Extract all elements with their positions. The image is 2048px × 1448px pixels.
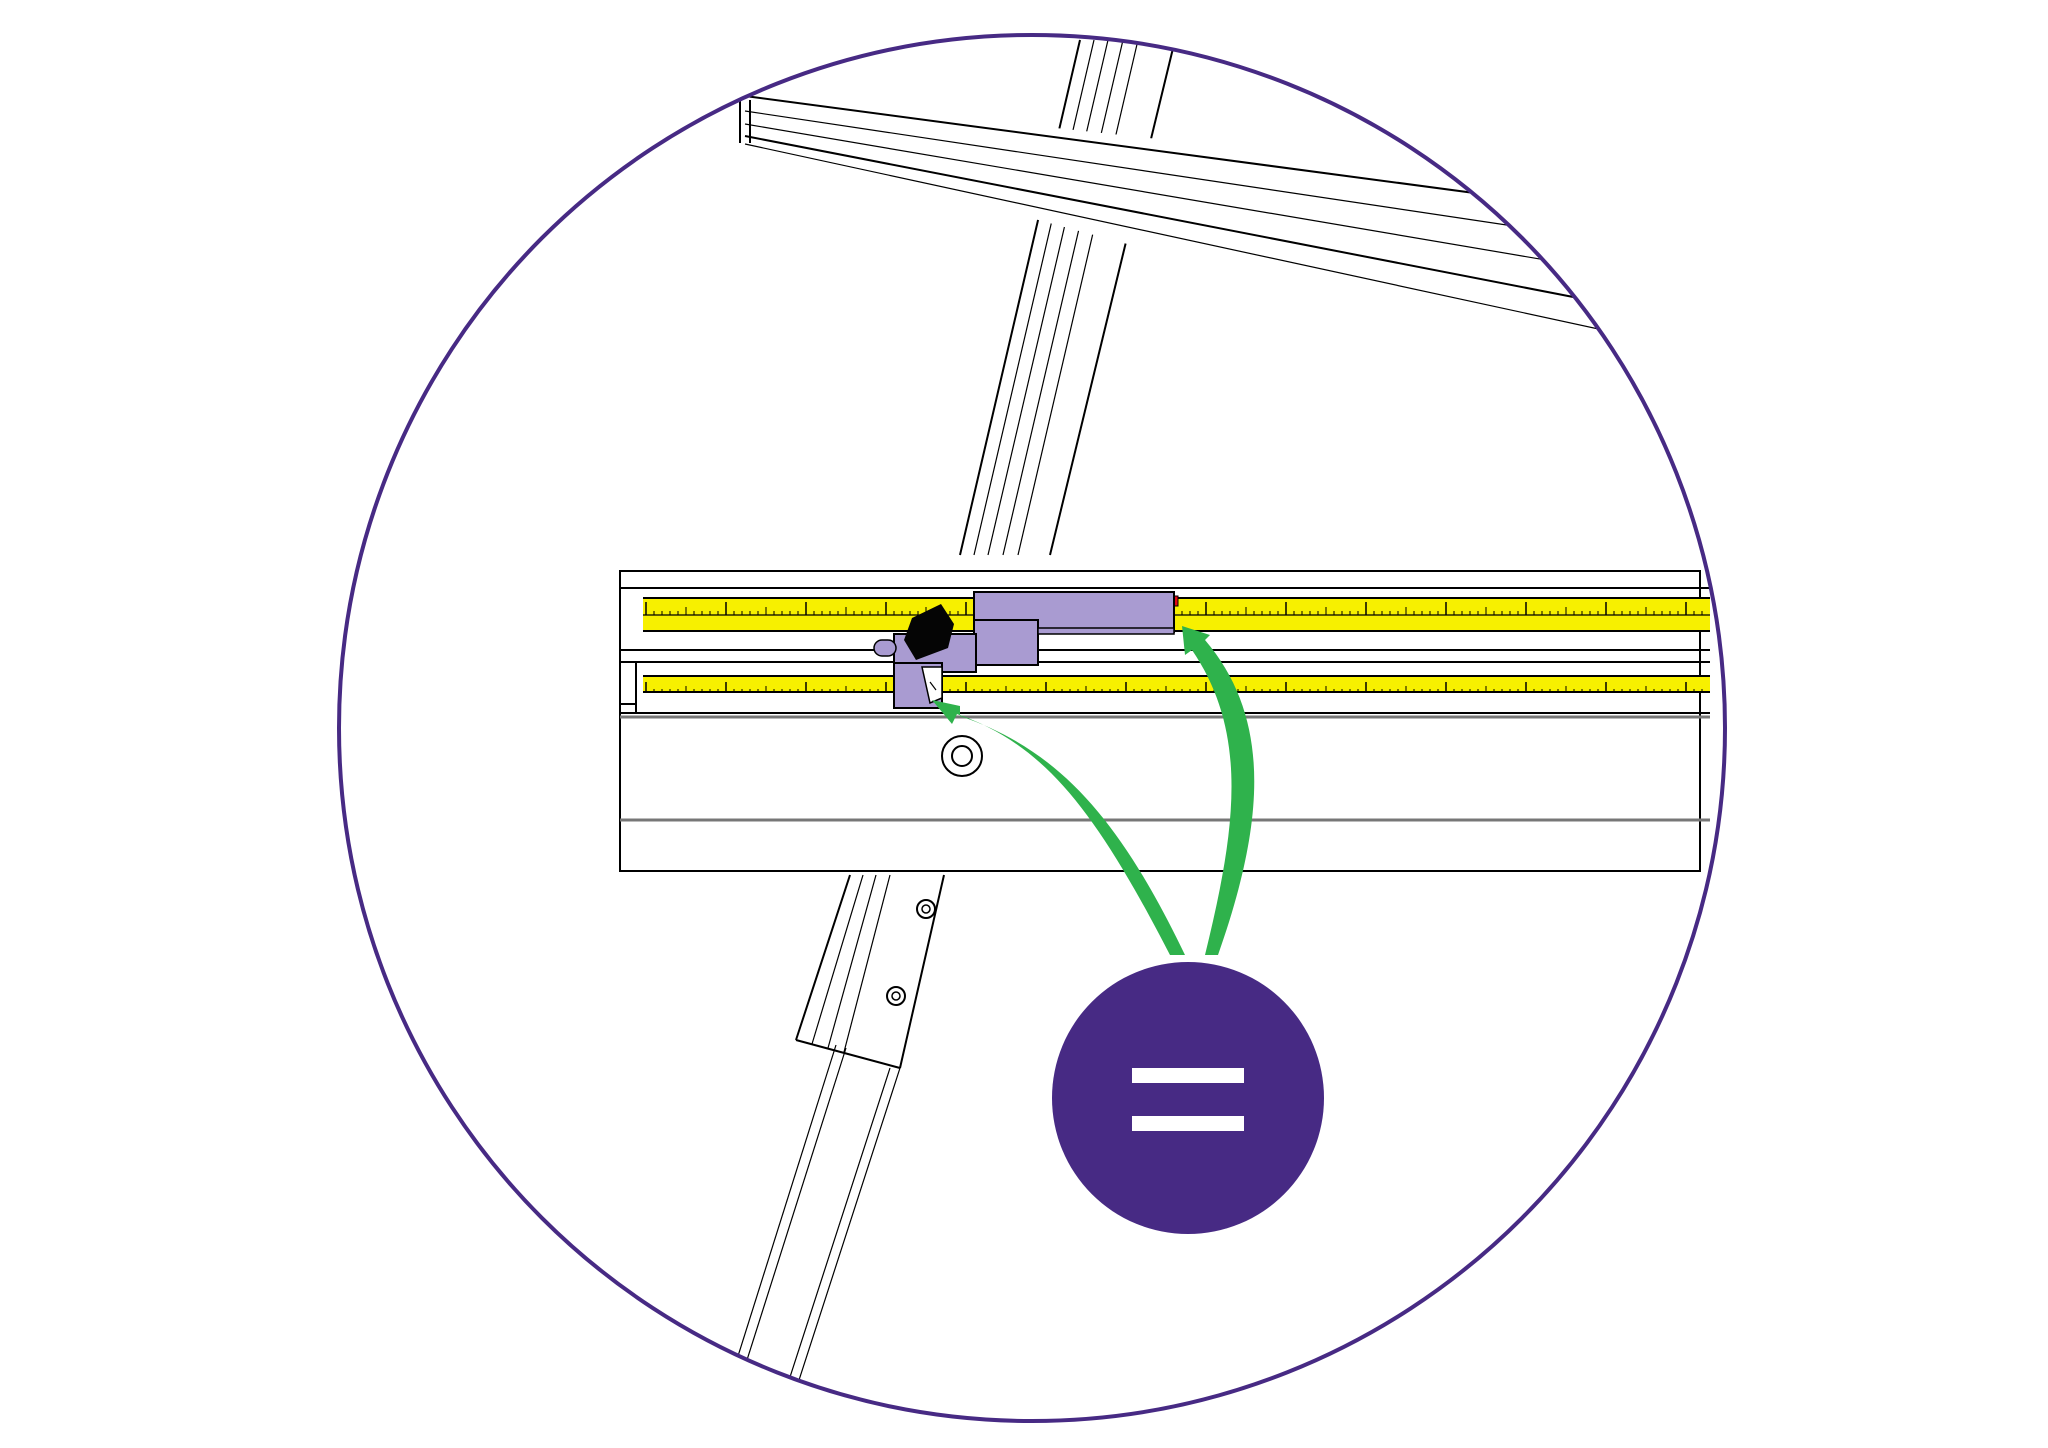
main-rail-assembly [619, 570, 1710, 872]
arrow-to-clamp [932, 700, 1185, 955]
indicator-arrows [932, 626, 1255, 955]
screw-icon [916, 899, 936, 919]
zoom-circle [337, 33, 1727, 1423]
lower-scale [643, 675, 1710, 693]
clamp-assembly [873, 591, 1175, 709]
equals-icon [1132, 1068, 1244, 1131]
screw-icon [941, 735, 983, 777]
upper-scale-ticks [645, 602, 1703, 615]
knob-icon [904, 604, 954, 660]
lower-diagonal-profile [795, 874, 945, 1069]
diagram-scene [619, 39, 1710, 1421]
lower-leg [709, 1044, 901, 1421]
equals-badge [1052, 962, 1324, 1234]
screw-icon [886, 986, 906, 1006]
upper-crossbar [739, 95, 1641, 380]
diagonal-frame [959, 39, 1176, 556]
arrow-to-scale [1182, 626, 1255, 955]
